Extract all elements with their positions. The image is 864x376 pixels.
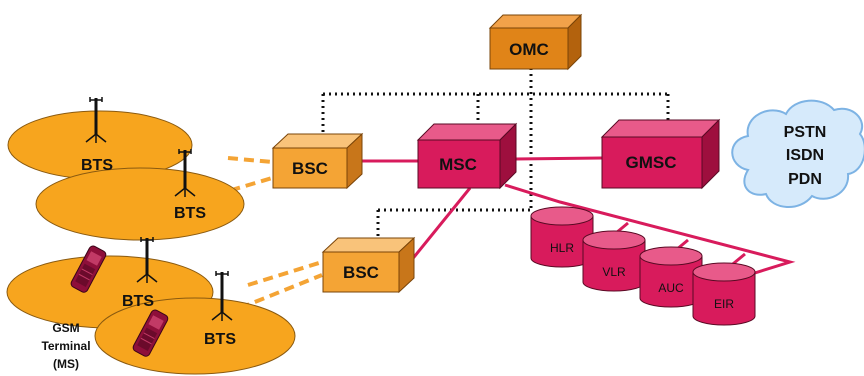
bsc-top-node: BSC xyxy=(271,132,364,190)
omc-label: OMC xyxy=(509,40,549,59)
bts-label: BTS xyxy=(81,157,113,174)
gmsc-label: GMSC xyxy=(626,153,677,172)
gmsc-node: GMSC xyxy=(600,118,721,190)
external-networks-cloud: PSTN ISDN PDN xyxy=(731,99,864,209)
cloud-label-isdn: ISDN xyxy=(786,147,824,164)
msc-node: MSC xyxy=(416,122,518,190)
omc-management-links xyxy=(321,68,670,240)
bts-antenna-icon xyxy=(174,149,196,197)
eir-database: EIR xyxy=(692,262,756,326)
msc-label: MSC xyxy=(439,155,477,174)
bts-antenna-icon xyxy=(211,271,233,321)
hlr-label: HLR xyxy=(550,241,574,255)
terminal-label-line2: Terminal xyxy=(41,339,90,353)
cell-areas xyxy=(6,110,296,375)
bts-antenna-icon xyxy=(136,237,158,283)
bsc-bottom-node: BSC xyxy=(321,236,416,294)
mobile-phone-icon xyxy=(70,245,107,293)
auc-database: AUC xyxy=(639,246,703,308)
mobile-phone-icon xyxy=(132,309,169,357)
bts-label: BTS xyxy=(122,293,154,310)
cloud-label-pdn: PDN xyxy=(788,171,822,188)
cloud-label-pstn: PSTN xyxy=(784,124,827,141)
vlr-database: VLR xyxy=(582,230,646,292)
terminal-label-line3: (MS) xyxy=(53,357,79,371)
vlr-label: VLR xyxy=(602,265,626,279)
gsm-terminal-label: GSM Terminal (MS) xyxy=(41,321,90,371)
bsc-bottom-label: BSC xyxy=(343,263,379,282)
bts-label: BTS xyxy=(204,331,236,348)
cell-2 xyxy=(35,167,245,241)
hlr-database: HLR xyxy=(530,206,594,268)
bts-antenna-icon xyxy=(85,97,107,143)
bsc-top-label: BSC xyxy=(292,159,328,178)
auc-label: AUC xyxy=(658,281,684,295)
bts-label: BTS xyxy=(174,205,206,222)
omc-node: OMC xyxy=(488,13,583,71)
terminal-label-line1: GSM xyxy=(52,321,79,335)
eir-label: EIR xyxy=(714,297,734,311)
